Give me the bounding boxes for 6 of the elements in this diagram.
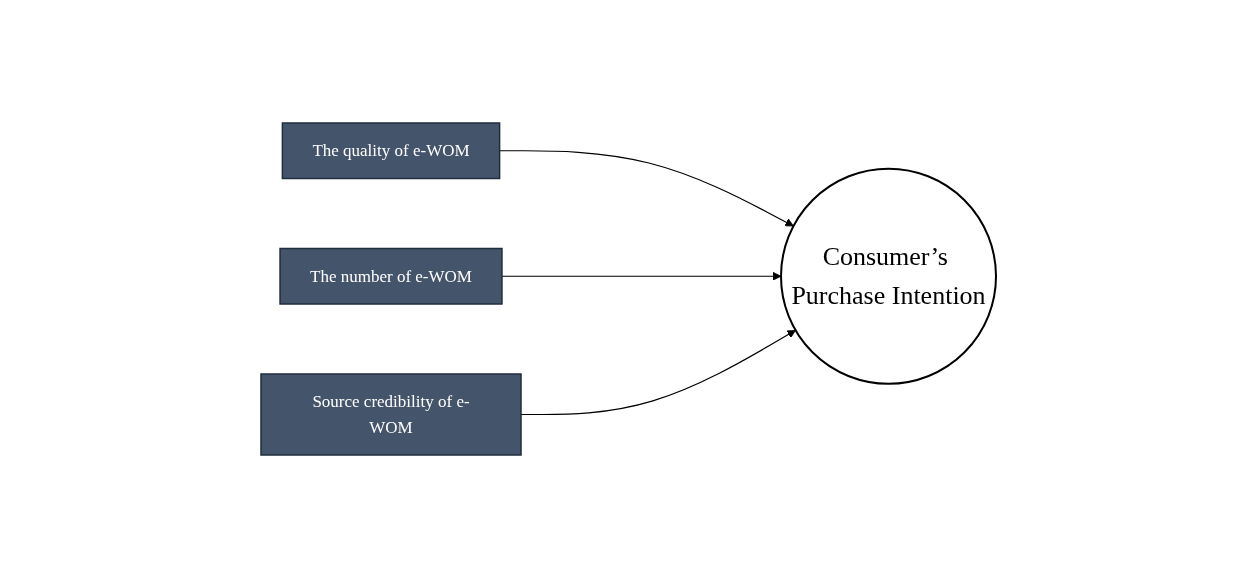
node-circle: Consumer’s Purchase Intention xyxy=(780,167,997,385)
node-box: The quality of e-WOM xyxy=(281,121,501,179)
node-box: Source credibility of e-WOM xyxy=(260,372,522,456)
arrow xyxy=(501,271,782,281)
node-box: The number of e-WOM xyxy=(279,247,503,305)
arrow xyxy=(499,149,794,226)
